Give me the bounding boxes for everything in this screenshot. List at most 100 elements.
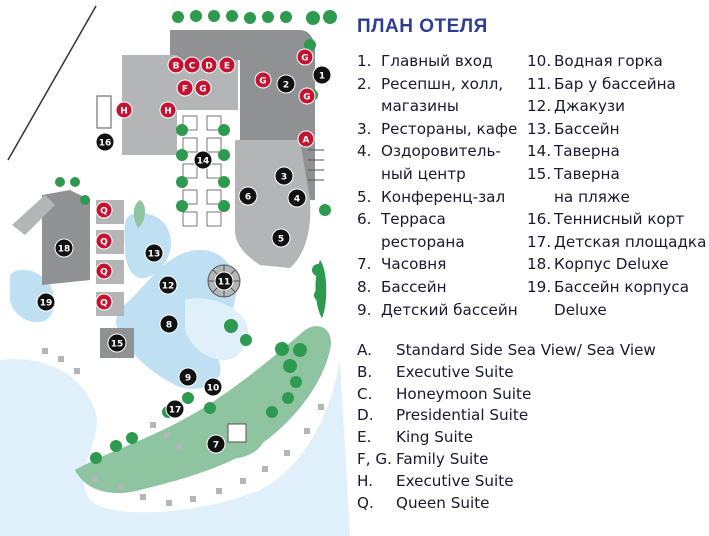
legend-number: 2. [357, 74, 372, 93]
room-marker-label: Q [100, 207, 108, 217]
room-type-number: A. [357, 341, 372, 359]
room-type-number: B. [357, 362, 373, 381]
room-marker-a: A [297, 130, 315, 148]
room-type-text: Executive Suite [396, 362, 514, 381]
legend-number: 19. [527, 277, 552, 296]
facility-marker-12: 12 [158, 275, 178, 295]
facility-marker-label: 7 [213, 441, 219, 451]
facility-marker-label: 15 [111, 340, 124, 350]
facility-marker-label: 18 [58, 245, 71, 255]
facility-marker-label: 17 [169, 406, 182, 416]
stairs [308, 149, 324, 181]
room-type-text: Executive Suite [396, 471, 514, 490]
legend-item: 14.Таверна [527, 140, 707, 163]
facility-marker-13: 13 [144, 243, 164, 263]
facility-marker-17: 17 [165, 399, 185, 419]
pool-13-water [124, 213, 171, 279]
legend-item: 3.Рестораны, кафе [357, 118, 527, 141]
room-type-text: Family Suite [396, 449, 489, 468]
room-type-text: Queen Suite [396, 493, 490, 512]
room-marker-q: Q [95, 232, 113, 250]
legend-text: Детский бассейн [381, 300, 518, 319]
legend-title: ПЛАН ОТЕЛЯ [357, 16, 488, 37]
room-marker-label: B [173, 62, 180, 72]
room-marker-label: G [259, 77, 266, 87]
beach-area [75, 326, 331, 494]
facility-marker-3: 3 [274, 166, 294, 186]
room-marker-g: G [194, 79, 212, 97]
legend-item: 17.Детская площадка [527, 231, 707, 254]
legend-number: 17. [527, 232, 552, 251]
room-marker-c: C [183, 56, 201, 74]
tennis-court [96, 95, 112, 129]
room-type-item: B. Executive Suite [357, 362, 656, 384]
room-marker-label: H [120, 107, 128, 117]
room-marker-label: A [303, 136, 310, 146]
room-marker-label: E [224, 62, 230, 72]
legend-number: 13. [527, 119, 552, 138]
room-type-number: C. [357, 384, 373, 403]
facility-marker-14: 14 [193, 150, 213, 170]
room-marker-label: F [182, 85, 188, 95]
legend-number: 9. [357, 300, 372, 319]
facility-marker-2: 2 [276, 74, 296, 94]
facility-marker-label: 12 [162, 282, 175, 292]
room-type-number: Q. [357, 493, 374, 512]
legend-number: 15. [527, 164, 552, 183]
road-line [7, 5, 97, 161]
facility-marker-label: 16 [99, 139, 112, 149]
room-marker-label: G [303, 93, 310, 103]
tree-strip-left [133, 200, 146, 228]
legend-number: 10. [527, 52, 552, 70]
facility-marker-16: 16 [95, 132, 115, 152]
room-marker-q: Q [95, 262, 113, 280]
facility-marker-label: 14 [197, 157, 210, 167]
room-marker-h: H [115, 101, 133, 119]
room-marker-d: D [200, 56, 218, 74]
legend-text: Джакузи [554, 97, 625, 116]
room-marker-label: C [189, 62, 196, 72]
legend-number: 6. [357, 210, 372, 229]
legend-number: 14. [527, 142, 552, 161]
room-type-number: D. [357, 406, 374, 425]
legend-text: Бассейн корпуса Deluxe [554, 277, 690, 319]
legend-number: 5. [357, 187, 372, 206]
legend-item: 18.Корпус Deluxe [527, 253, 707, 276]
legend-number: 16. [527, 210, 552, 229]
legend-number: 8. [357, 277, 372, 296]
facility-marker-label: 5 [278, 235, 284, 245]
facility-marker-10: 10 [203, 377, 223, 397]
legend-item: 10.Водная горка [527, 50, 707, 73]
room-type-number: E. [357, 428, 372, 447]
facility-marker-11: 11 [214, 271, 234, 291]
legend-item: 13.Бассейн [527, 118, 707, 141]
beach-loungers [42, 348, 324, 506]
facility-marker-label: 9 [185, 374, 191, 384]
legend-text: Таверна на пляже [554, 164, 630, 206]
room-type-number: H. [357, 471, 373, 490]
legend-item: 9. Детский бассейн [357, 299, 527, 322]
room-type-item: C.Honeymoon Suite [357, 384, 656, 406]
legend-text: Часовня [381, 255, 447, 274]
room-type-item: H. Executive Suite [357, 471, 656, 493]
room-marker-q: Q [95, 201, 113, 219]
trees [55, 10, 337, 464]
legend-item: 15.Таверна на пляже [527, 163, 707, 208]
legend-text: Корпус Deluxe [554, 255, 669, 274]
room-marker-e: E [218, 56, 236, 74]
room-marker-h: H [159, 101, 177, 119]
facility-marker-8: 8 [159, 314, 179, 334]
legend-text: Оздоровитель- ный центр [381, 142, 501, 183]
room-type-text: Presidential Suite [396, 406, 529, 425]
facility-marker-1: 1 [312, 65, 332, 85]
facility-marker-19: 19 [36, 292, 56, 312]
room-type-item: Q. Queen Suite [357, 493, 656, 515]
facility-marker-9: 9 [178, 367, 198, 387]
facility-marker-label: 3 [281, 173, 287, 183]
legend-text: Бассейн [554, 119, 620, 138]
room-type-text: Standard Side Sea View/ Sea View [396, 341, 656, 359]
facility-marker-6: 6 [238, 186, 258, 206]
